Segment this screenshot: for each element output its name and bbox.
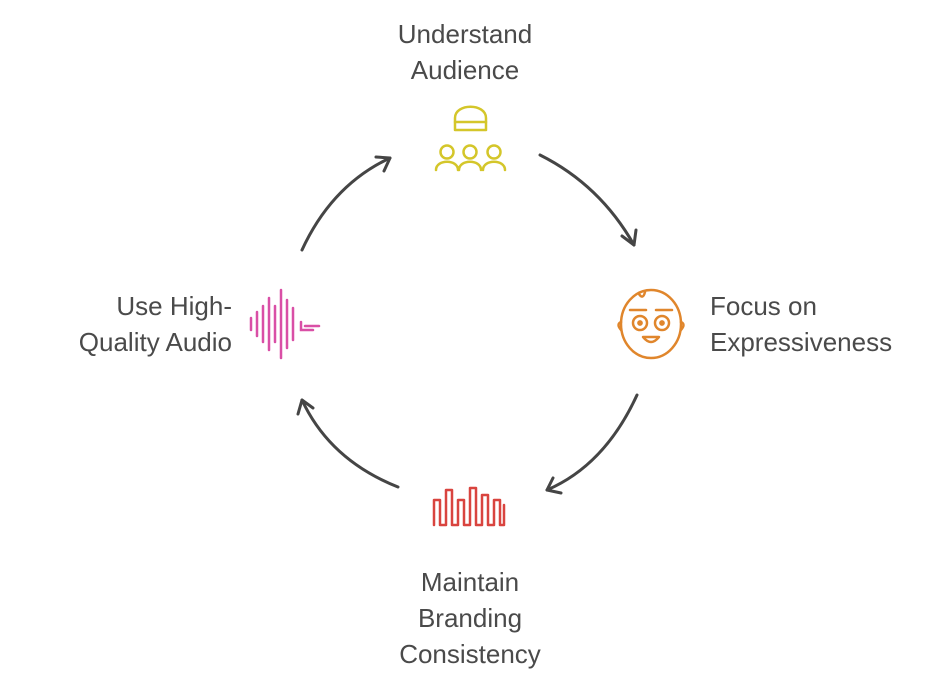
- arrow-focus-to-maintain: [545, 393, 639, 495]
- arrow-understand-to-focus: [538, 153, 638, 247]
- step-label-maintain-branding-consistency: Maintain Branding Consistency: [350, 564, 590, 672]
- arrow-maintain-to-use: [296, 398, 400, 489]
- step-label-use-high-quality-audio: Use High- Quality Audio: [60, 288, 232, 360]
- audience-icon: [434, 105, 507, 172]
- label-line: Understand: [397, 19, 533, 49]
- step-label-focus-on-expressiveness: Focus on Expressiveness: [710, 288, 892, 360]
- label-line: Quality Audio: [78, 327, 232, 357]
- step-label-understand-audience: Understand Audience: [345, 16, 585, 88]
- label-line: Maintain: [420, 567, 520, 597]
- label-line: Expressiveness: [710, 327, 893, 357]
- label-line: Consistency: [399, 639, 541, 669]
- face-icon: [617, 288, 685, 360]
- label-line: Branding: [417, 603, 523, 633]
- label-line: Audience: [410, 55, 520, 85]
- waveform-square-icon: [432, 486, 506, 527]
- label-line: Use High-: [116, 291, 232, 321]
- arrow-use-to-understand: [300, 155, 392, 252]
- sound-wave-icon: [249, 288, 321, 360]
- label-line: Focus on: [710, 291, 817, 321]
